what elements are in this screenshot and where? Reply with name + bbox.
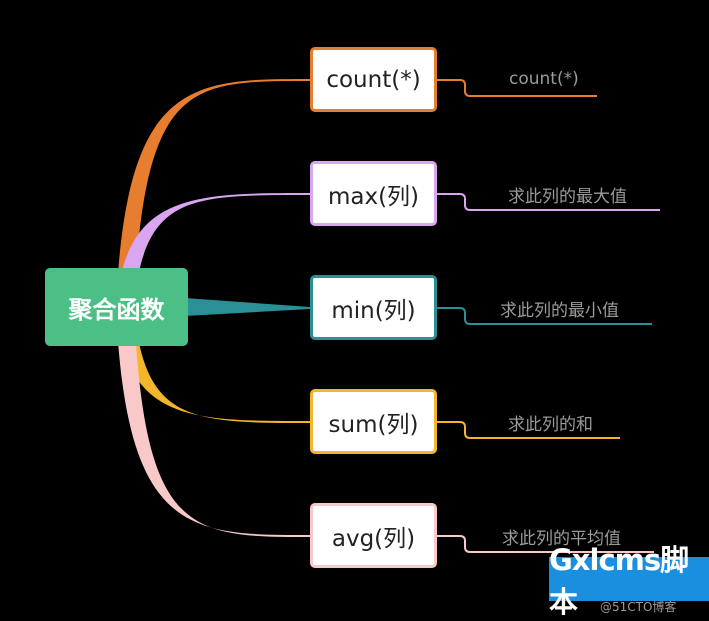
- note-connector: [437, 79, 597, 97]
- branch-connector: [185, 298, 310, 316]
- note-avg: 求此列的平均值: [502, 529, 621, 549]
- branch-node-avg[interactable]: avg(列): [310, 503, 437, 568]
- branch-node-min[interactable]: min(列): [310, 275, 437, 340]
- note-count: count(*): [509, 69, 579, 89]
- watermark-logo: Gxlcms脚本: [549, 543, 709, 619]
- branch-node-count[interactable]: count(*): [310, 47, 437, 112]
- branch-node-max[interactable]: max(列): [310, 161, 437, 226]
- note-connector: [437, 307, 652, 325]
- note-connector: [437, 193, 660, 211]
- note-sum: 求此列的和: [508, 415, 593, 435]
- note-connector: [437, 535, 654, 553]
- branch-node-sum[interactable]: sum(列): [310, 389, 437, 454]
- note-max: 求此列的最大值: [508, 187, 627, 207]
- watermark-caption: @51CTO博客: [600, 600, 677, 614]
- note-connector: [437, 421, 620, 439]
- root-node[interactable]: 聚合函数: [45, 268, 188, 346]
- note-min: 求此列的最小值: [500, 301, 619, 321]
